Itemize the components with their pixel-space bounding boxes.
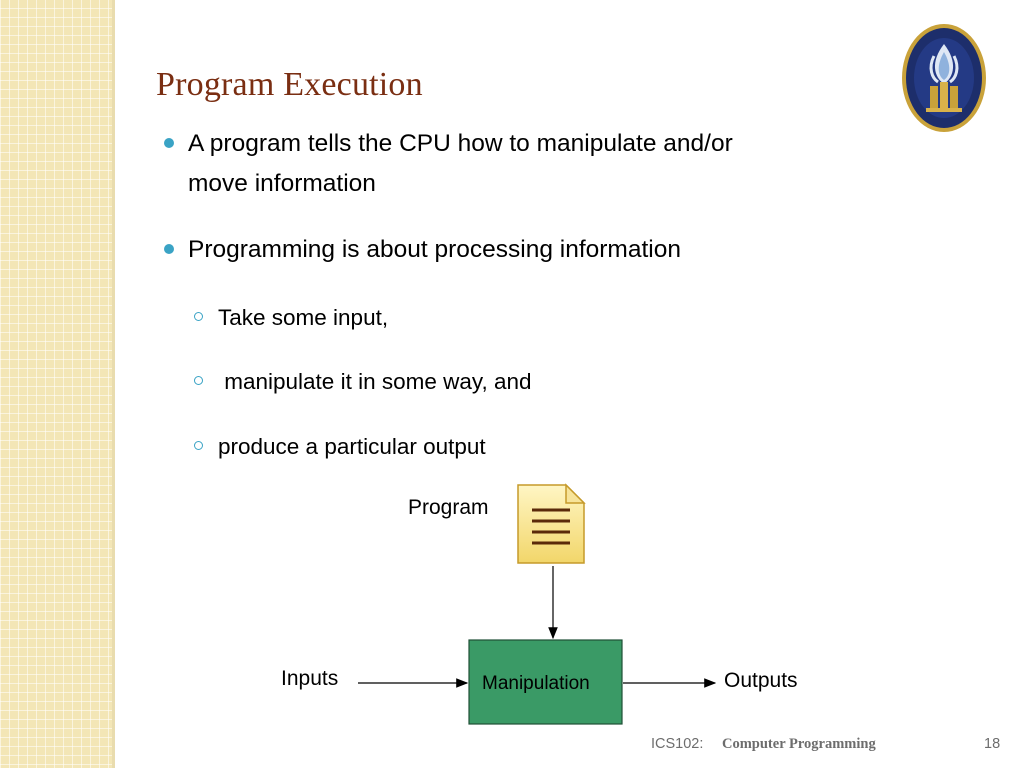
footer-course-name: Computer Programming (722, 736, 876, 752)
bullet-dot-icon (164, 138, 174, 148)
bullet-text: A program tells the CPU how to manipulat… (188, 130, 733, 157)
manipulation-label: Manipulation (482, 673, 590, 694)
sub-bullet-text: manipulate it in some way, and (218, 369, 532, 394)
side-divider (112, 0, 115, 768)
footer-page-number: 18 (984, 736, 1001, 752)
sub-bullet-item: Take some input, (160, 302, 388, 334)
bullet-ring-icon (194, 312, 203, 321)
slide-title: Program Execution (156, 66, 423, 103)
side-pattern-decoration (0, 0, 112, 768)
bullet-ring-icon (194, 376, 203, 385)
university-logo (902, 24, 986, 132)
sub-bullet-item: produce a particular output (160, 431, 486, 463)
footer-course-code: ICS102: (651, 736, 704, 752)
bullet-text: Programming is about processing informat… (188, 236, 681, 263)
bullet-text: move information (188, 170, 376, 197)
program-label: Program (408, 496, 489, 519)
bullet-item: Programming is about processing informat… (160, 230, 681, 270)
bullet-ring-icon (194, 441, 203, 450)
sub-bullet-text: Take some input, (218, 305, 389, 330)
outputs-label: Outputs (724, 669, 798, 692)
inputs-label: Inputs (281, 667, 339, 690)
bullet-dot-icon (164, 244, 174, 254)
bullet-item: A program tells the CPU how to manipulat… (160, 124, 733, 204)
document-icon (517, 483, 586, 564)
manipulation-box (468, 639, 623, 725)
sub-bullet-item: manipulate it in some way, and (160, 366, 532, 398)
sub-bullet-text: produce a particular output (218, 434, 486, 459)
